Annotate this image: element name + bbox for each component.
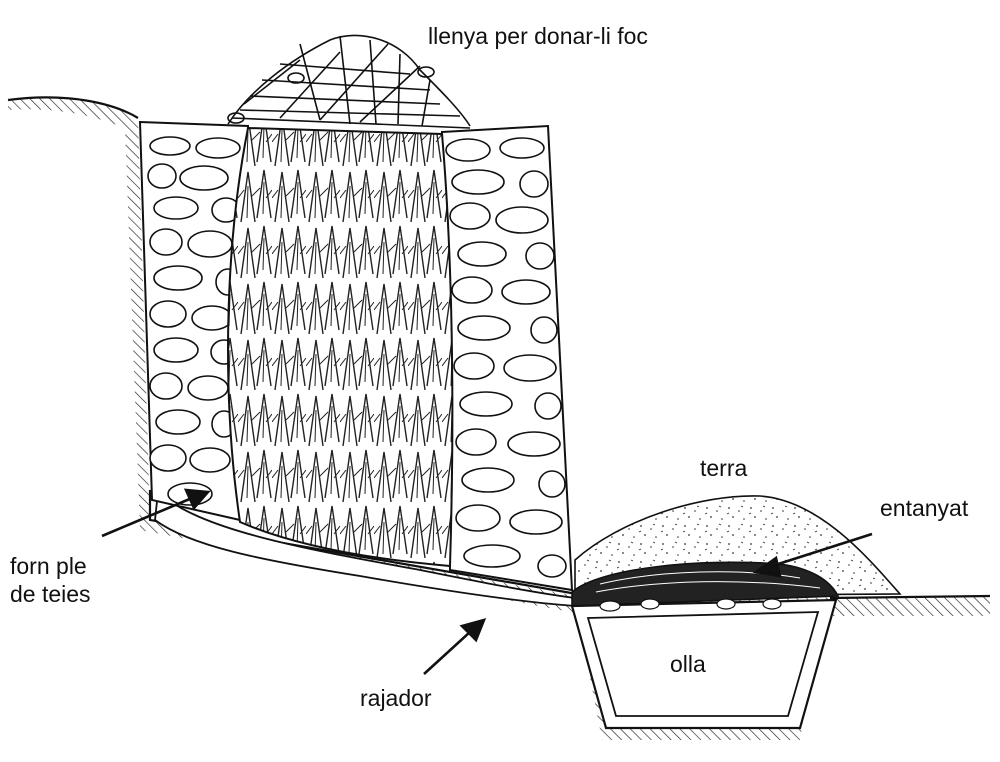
ground xyxy=(7,96,991,740)
arrow-to-cover xyxy=(771,532,873,568)
label-firewood: llenya per donar-li foc xyxy=(428,23,648,49)
label-pot: olla xyxy=(670,651,706,677)
left-stone-wall xyxy=(138,120,250,522)
arrow-to-channel xyxy=(423,631,471,675)
annotation-arrows xyxy=(101,488,873,675)
oven-wood-fill xyxy=(227,126,454,568)
label-cover: entanyat xyxy=(880,495,969,521)
label-oven: forn ple de teies xyxy=(10,553,91,608)
kindling-pile xyxy=(227,34,471,129)
right-stone-wall xyxy=(440,124,574,592)
arrow-to-oven xyxy=(101,496,193,538)
label-soil: terra xyxy=(700,455,748,481)
label-channel: rajador xyxy=(360,685,432,711)
pot-olla xyxy=(570,598,838,730)
